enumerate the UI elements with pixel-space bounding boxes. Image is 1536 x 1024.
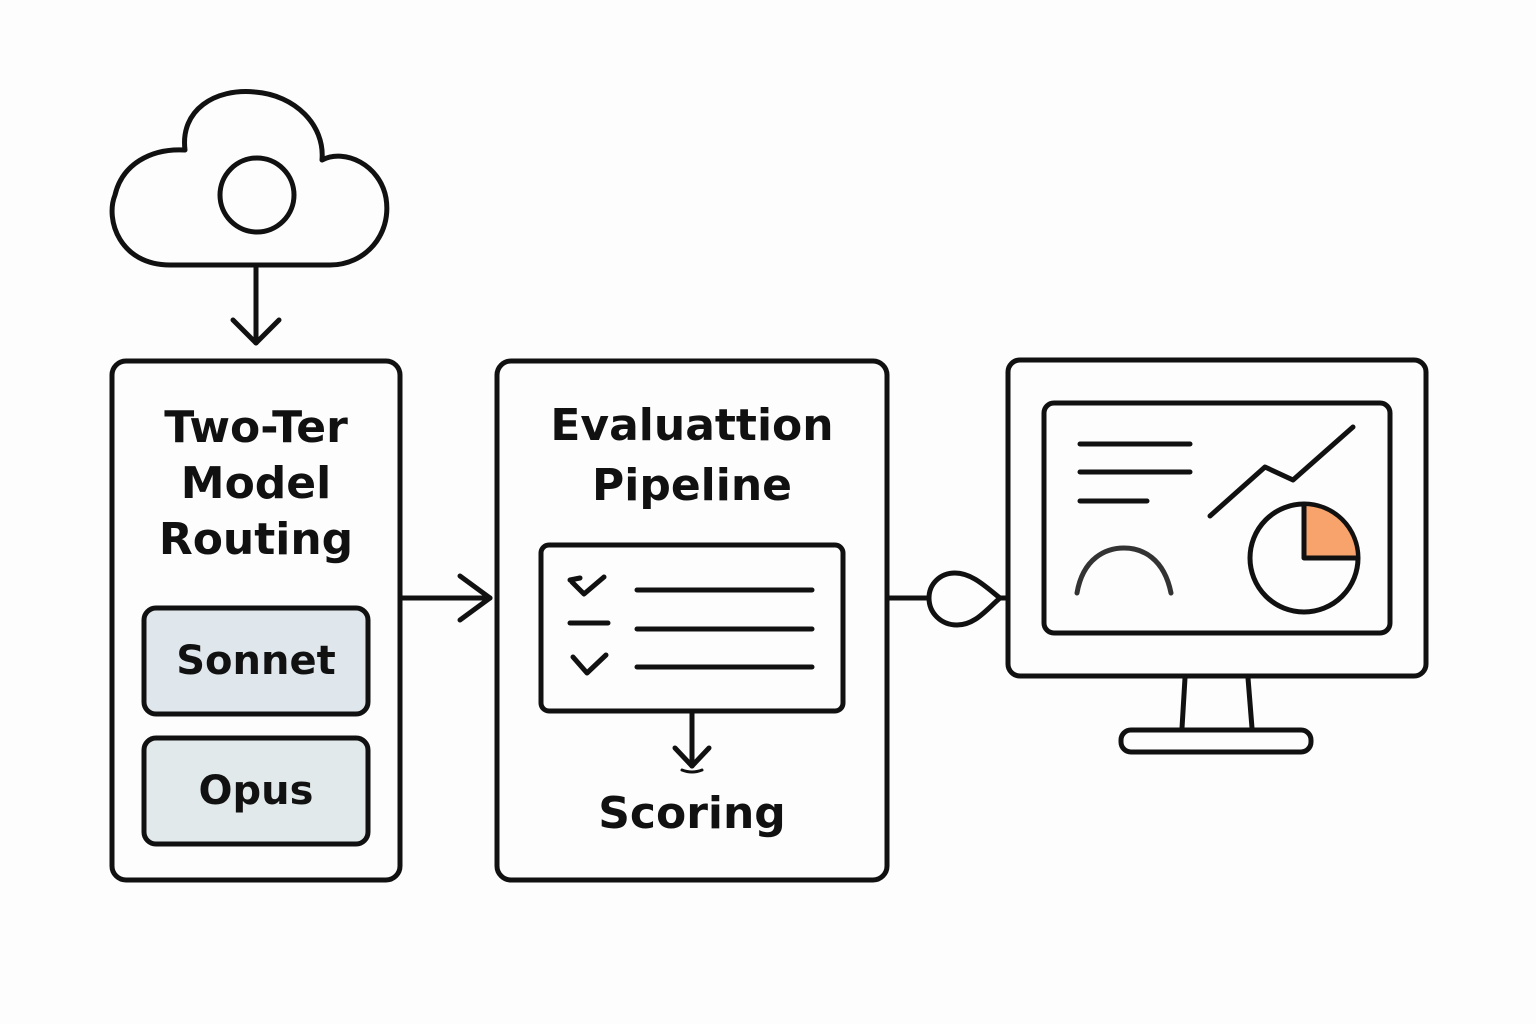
trend-line-icon [1207, 424, 1356, 519]
sonnet-box [141, 605, 371, 717]
arrow-routing-to-evaluation [399, 573, 493, 623]
cloud-circle-icon [217, 155, 297, 235]
monitor-stand-left [1179, 675, 1188, 731]
monitor-icon [1005, 357, 1429, 755]
check-icon-tick-mark [567, 575, 583, 583]
monitor-base [1118, 727, 1314, 755]
connector-evaluation-to-dashboard [886, 570, 1011, 628]
gauge-arc-icon [1074, 545, 1174, 596]
routing-title-line: Model [180, 458, 332, 509]
connector-node-icon [926, 570, 1003, 628]
check-icon [570, 652, 609, 676]
monitor-frame [1005, 357, 1429, 679]
monitor-stand-right [1245, 675, 1255, 731]
scoring-label: Scoring [598, 788, 786, 839]
evaluation-box [494, 358, 890, 883]
pie-slice-accent [1304, 505, 1356, 558]
routing-title: Two-Ter Model Routing [112, 400, 400, 568]
evaluation-title-line: Evaluattion [550, 400, 834, 451]
arrow-cloud-to-routing [230, 265, 282, 346]
cloud-icon [109, 89, 390, 268]
opus-box [141, 735, 371, 847]
arrow-checklist-to-scoring [672, 710, 712, 774]
routing-title-line: Two-Ter [164, 402, 348, 453]
routing-box [109, 358, 403, 883]
check-icon [569, 574, 607, 597]
evaluation-title-line: Pipeline [592, 460, 792, 511]
routing-title-line: Routing [158, 514, 354, 565]
evaluation-title: Evaluattion Pipeline [497, 396, 887, 516]
checklist-items [567, 574, 815, 676]
pie-slice-edge [1301, 503, 1359, 561]
monitor-screen [1041, 400, 1393, 636]
dashboard-content [1074, 424, 1361, 615]
opus-label: Opus [198, 768, 314, 814]
sonnet-label: Sonnet [176, 638, 336, 684]
